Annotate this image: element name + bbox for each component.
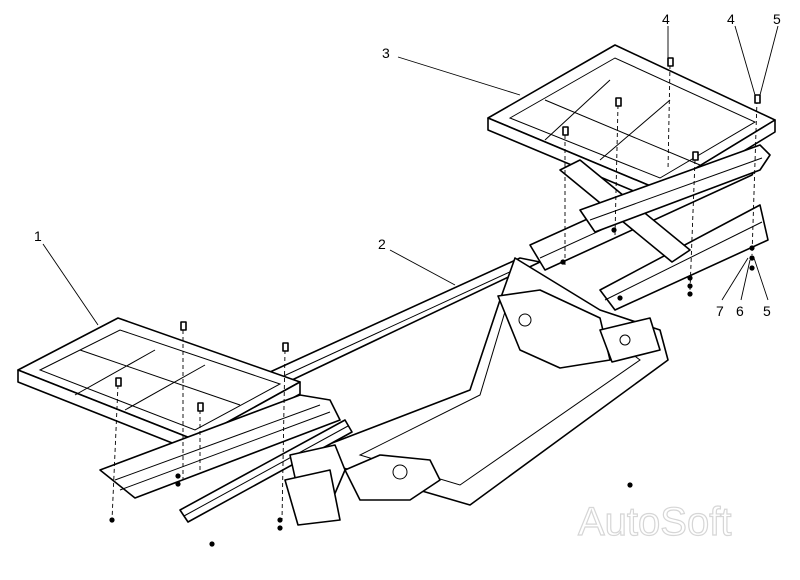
right-rack-frame xyxy=(487,44,776,263)
callout-2: 2 xyxy=(378,236,386,252)
main-frame xyxy=(179,149,769,526)
callouts: 1 2 3 4 4 5 7 6 5 xyxy=(34,11,781,319)
nut-icon xyxy=(687,275,693,281)
callout-4b: 4 xyxy=(727,11,735,27)
nut-icon xyxy=(687,291,693,297)
watermark: AutoSoft xyxy=(578,500,731,544)
left-rack-frame xyxy=(17,317,341,499)
fasteners xyxy=(109,57,761,547)
nut-icon xyxy=(749,245,755,251)
nut-icon xyxy=(749,265,755,271)
bolt-icon xyxy=(667,57,674,67)
bolt-icon xyxy=(692,151,699,161)
nut-icon xyxy=(611,227,617,233)
assembly-lines xyxy=(111,64,758,521)
bolt-icon xyxy=(197,402,204,412)
nut-icon xyxy=(627,482,633,488)
callout-6: 6 xyxy=(736,303,744,319)
nut-icon xyxy=(617,295,623,301)
leader-lines xyxy=(42,25,779,326)
nut-icon xyxy=(560,259,566,265)
nut-icon xyxy=(175,473,181,479)
callout-3: 3 xyxy=(382,45,390,61)
nut-icon xyxy=(749,255,755,261)
nut-icon xyxy=(175,481,181,487)
bolt-icon xyxy=(115,377,122,387)
nut-icon xyxy=(277,517,283,523)
nut-icon xyxy=(109,517,115,523)
bolt-icon xyxy=(562,126,569,136)
bolt-icon xyxy=(615,97,622,107)
bolt-icon xyxy=(180,321,187,331)
callout-4a: 4 xyxy=(662,11,670,27)
nut-icon xyxy=(277,525,283,531)
callout-5a: 5 xyxy=(773,11,781,27)
callout-5b: 5 xyxy=(763,303,771,319)
callout-7: 7 xyxy=(716,303,724,319)
nut-icon xyxy=(687,283,693,289)
nut-icon xyxy=(209,541,215,547)
bolt-icon xyxy=(282,342,289,352)
bolt-icon xyxy=(754,94,761,104)
callout-1: 1 xyxy=(34,228,42,244)
